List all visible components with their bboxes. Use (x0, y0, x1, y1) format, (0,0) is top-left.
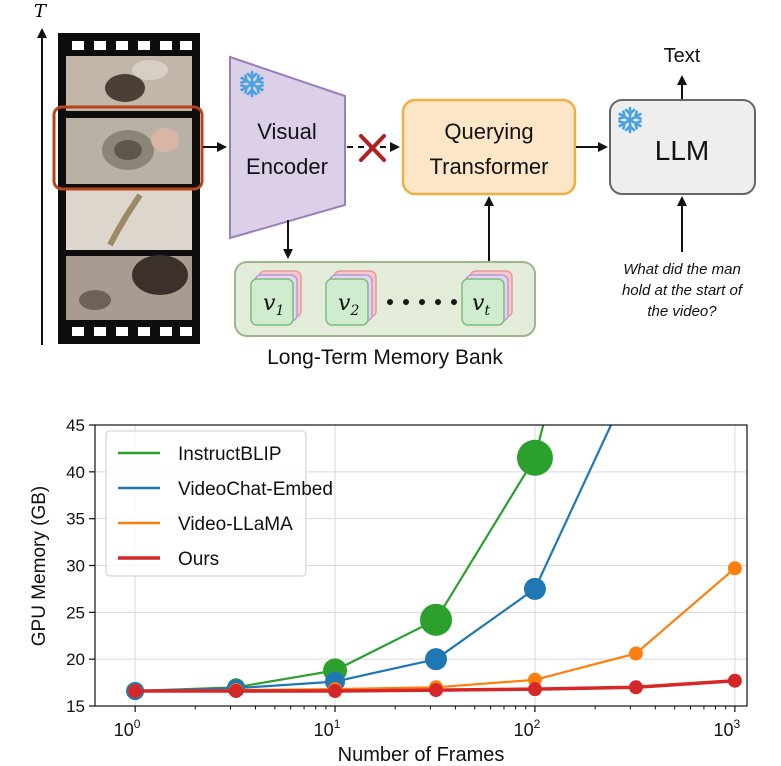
memory-token-t: vt (461, 270, 513, 326)
visual-encoder-label-line1: Visual (257, 119, 317, 144)
x-tick-label: 102 (514, 717, 541, 740)
series-line (135, 425, 612, 693)
data-point (727, 561, 742, 576)
video-frame-1 (66, 56, 192, 111)
data-point (429, 683, 444, 698)
y-axis-label: GPU Memory (GB) (29, 486, 50, 646)
text-output-label: Text (664, 45, 701, 67)
svg-text:vt: vt (472, 291, 490, 319)
memory-token-1: v1 (250, 270, 302, 326)
data-point (628, 646, 643, 661)
y-tick-label: 30 (66, 557, 85, 576)
data-point (516, 439, 553, 476)
x-axis-label: Number of Frames (338, 744, 505, 766)
chart-series (126, 425, 742, 701)
selected-frame-highlight (52, 105, 204, 191)
data-point (523, 577, 546, 600)
video-frame-3 (66, 190, 192, 250)
data-point (128, 684, 143, 699)
architecture-diagram: T (34, 1, 756, 369)
video-film-strip (52, 33, 204, 344)
film-sprocket-holes-bottom (72, 327, 192, 336)
visual-encoder-block: Visual Encoder (229, 55, 346, 240)
y-tick-label: 20 (66, 650, 85, 669)
snowflake-icon (618, 106, 642, 134)
querying-transformer-block: Querying Transformer (401, 98, 577, 196)
y-tick-label: 25 (66, 603, 85, 622)
time-axis-label: T (34, 1, 48, 22)
cross-icon (359, 134, 386, 162)
svg-text:v1: v1 (263, 291, 284, 319)
legend-label: Video-LLaMA (178, 514, 293, 535)
data-point (420, 603, 453, 636)
llm-block: LLM (609, 99, 756, 195)
legend-label: Ours (178, 549, 219, 570)
llm-label: LLM (655, 135, 709, 166)
question-line1: What did the man (623, 261, 741, 278)
x-tick-label: 103 (714, 717, 741, 740)
question-line2: hold at the start of (622, 282, 744, 299)
legend-label: InstructBLIP (178, 444, 282, 465)
legend-box (105, 430, 307, 577)
memory-bank-label: Long-Term Memory Bank (267, 346, 503, 369)
y-tick-label: 15 (66, 697, 85, 716)
long-term-memory-bank: v1 v2 vt (234, 261, 536, 337)
snowflake-icon (240, 70, 264, 98)
qformer-label-line2: Transformer (430, 154, 549, 179)
series-ours (128, 673, 742, 699)
x-tick-label: 100 (114, 717, 141, 740)
question-line3: the video? (647, 303, 717, 320)
y-tick-label: 40 (66, 463, 85, 482)
memory-token-2: v2 (325, 270, 377, 326)
film-sprocket-holes-top (72, 41, 192, 50)
chart-ticks: 15 20 25 30 35 40 45 100 101 102 103 (66, 416, 740, 740)
data-point (328, 684, 343, 699)
data-point (727, 673, 742, 688)
visual-encoder-label-line2: Encoder (246, 154, 328, 179)
data-point (425, 648, 448, 671)
data-point (628, 680, 643, 695)
memory-ellipsis (387, 299, 457, 305)
video-frame-4 (66, 255, 192, 320)
y-tick-label: 45 (66, 416, 85, 435)
qformer-label-line1: Querying (444, 119, 533, 144)
video-frame-2 (66, 118, 192, 184)
y-tick-label: 35 (66, 510, 85, 529)
legend-label: VideoChat-Embed (178, 479, 333, 500)
svg-text:v2: v2 (338, 291, 359, 319)
data-point (527, 682, 542, 697)
data-point (229, 684, 244, 699)
x-tick-label: 101 (314, 717, 341, 740)
